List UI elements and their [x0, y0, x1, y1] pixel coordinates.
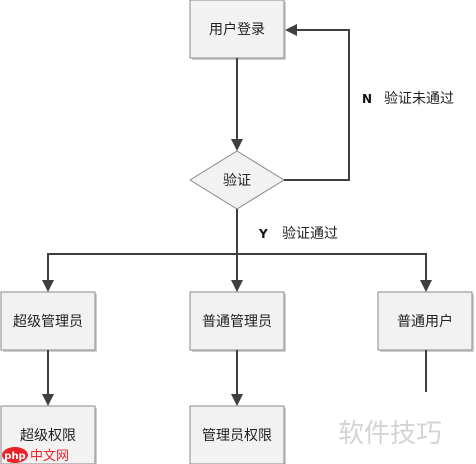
admin-box — [189, 291, 285, 351]
pass-flag: Y — [258, 227, 268, 241]
php-logo-badge — [2, 447, 28, 463]
edge-verify-fail-loop — [284, 29, 350, 181]
fail-text: 验证未通过 — [384, 91, 454, 107]
arrowhead-user — [420, 280, 432, 292]
super-rights-label: 超级权限 — [20, 428, 76, 444]
arrowhead-login — [285, 24, 297, 36]
admin-rights-box — [189, 405, 285, 464]
pass-text: 验证通过 — [282, 226, 338, 242]
admin-label: 普通管理员 — [202, 314, 272, 330]
arrowhead-admin-rights — [231, 394, 243, 406]
super-admin-label: 超级管理员 — [13, 314, 83, 330]
arrowhead-super-admin — [42, 280, 54, 292]
fail-flag: N — [362, 92, 372, 106]
arrowhead-admin — [231, 280, 243, 292]
arrowhead-verify — [231, 139, 243, 151]
php-logo-cn: 中文网 — [30, 449, 69, 464]
admin-rights-label: 管理员权限 — [202, 428, 272, 444]
verify-label: 验证 — [223, 173, 251, 189]
watermark-main: 软件技巧 — [338, 419, 442, 449]
user-label: 普通用户 — [397, 313, 453, 330]
php-logo-text: php — [4, 451, 25, 462]
login-label: 用户登录 — [209, 21, 265, 38]
user-box — [377, 291, 473, 351]
arrowhead-super-rights — [42, 394, 54, 406]
